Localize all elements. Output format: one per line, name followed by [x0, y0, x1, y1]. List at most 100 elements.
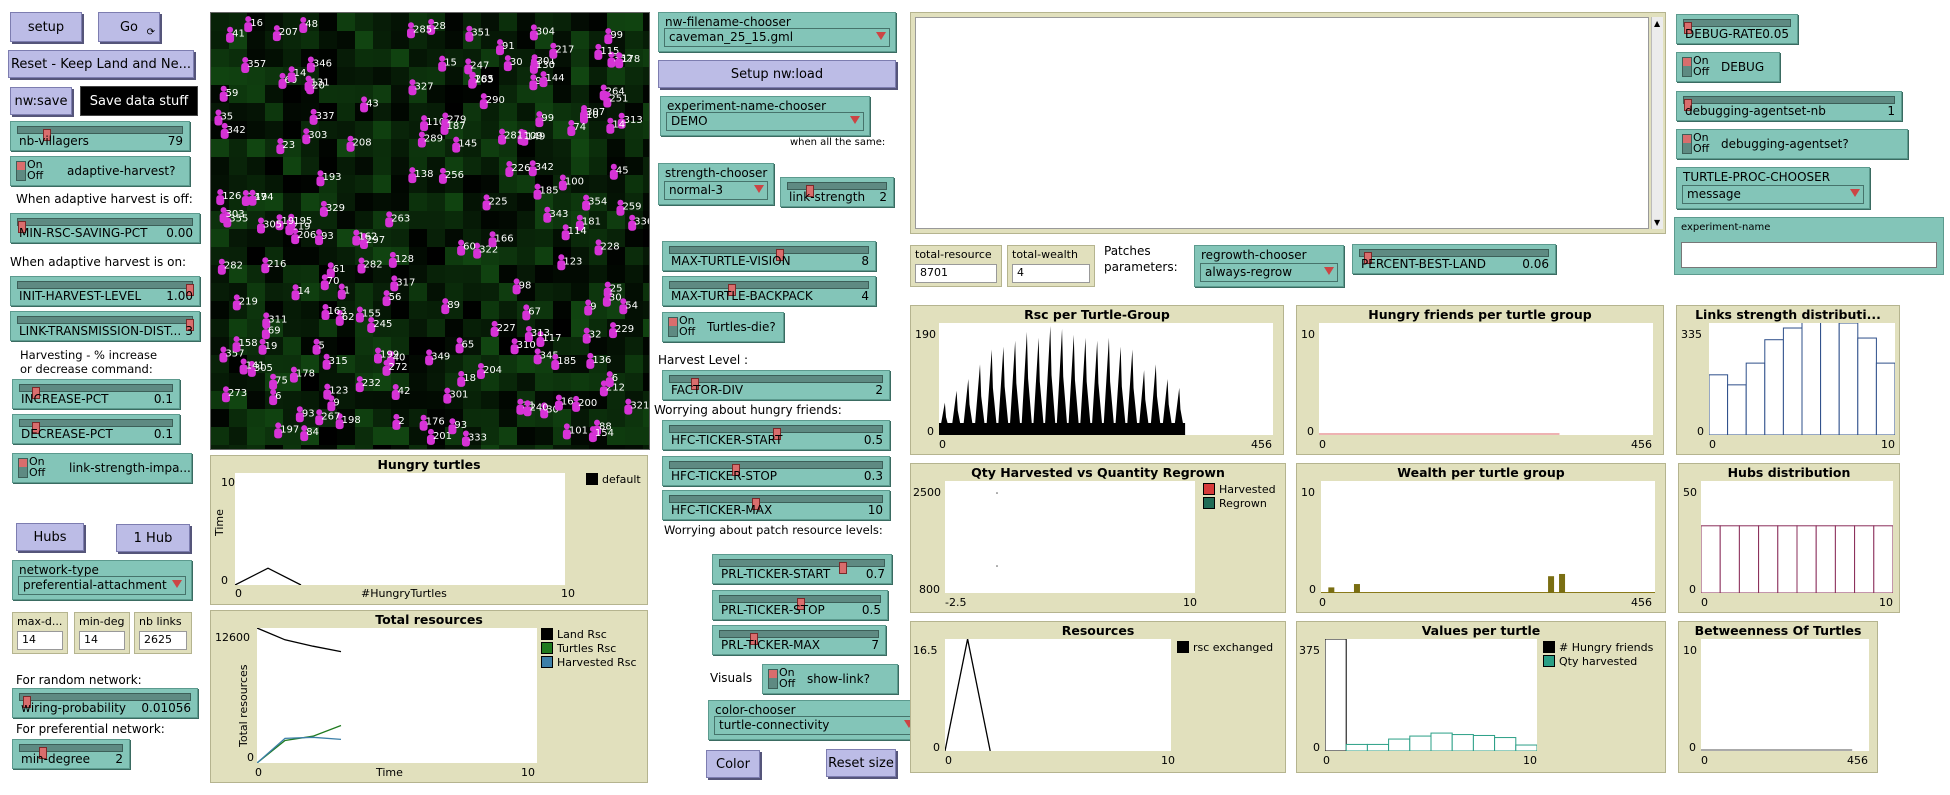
regrowth-chooser[interactable]: regrowth-chooser always-regrow — [1194, 245, 1344, 287]
slider-knob[interactable] — [752, 498, 761, 510]
base-fill — [939, 423, 1186, 435]
slider-knob[interactable] — [727, 284, 736, 296]
switch-toggle[interactable] — [1682, 57, 1692, 77]
max-turtle-vision-slider[interactable]: MAX-TURTLE-VISION 8 — [662, 241, 876, 271]
patch — [409, 427, 427, 445]
min-degree-slider[interactable]: min-degree 2 — [12, 739, 130, 769]
slider-knob[interactable] — [797, 598, 805, 610]
slider-knob[interactable] — [18, 221, 26, 233]
nw-filename-chooser[interactable]: nw-filename-chooser caveman_25_15.gml — [658, 12, 896, 52]
setup-nw-load-button[interactable]: Setup nw:load — [658, 60, 896, 88]
network-type-chooser[interactable]: network-type preferential-attachment — [12, 560, 192, 600]
nb-villagers-slider[interactable]: nb-villagers 79 — [10, 121, 190, 151]
switch-toggle[interactable] — [18, 458, 28, 478]
color-chooser[interactable]: color-chooser turtle-connectivity — [708, 700, 924, 740]
slider-knob[interactable] — [31, 422, 40, 434]
patch — [517, 193, 535, 211]
turtle-agent: 30 — [503, 55, 523, 72]
go-button[interactable]: Go⟳ — [98, 12, 160, 42]
slider-knob[interactable] — [838, 562, 847, 574]
patch — [625, 121, 643, 139]
switch-toggle[interactable] — [16, 161, 26, 181]
debugging-agentset-nb-slider[interactable]: debugging-agentset-nb 1 — [1676, 91, 1902, 121]
chooser-value[interactable]: caveman_25_15.gml — [664, 28, 890, 47]
chooser-value[interactable]: always-regrow — [1200, 263, 1338, 282]
patch — [499, 229, 517, 247]
slider-knob[interactable] — [39, 747, 48, 759]
scroll-down-icon[interactable]: ▼ — [1654, 218, 1661, 227]
turtle-label: 264 — [606, 86, 625, 97]
slider-knob[interactable] — [1363, 252, 1372, 264]
decrease-pct-slider[interactable]: DECREASE-PCT 0.1 — [12, 414, 180, 444]
prl-ticker-start-slider[interactable]: PRL-TICKER-START 0.7 — [712, 554, 892, 584]
chooser-value[interactable]: preferential-attachment — [18, 576, 186, 595]
turtle-head — [368, 316, 375, 323]
debug-rate-slider[interactable]: DEBUG-RATE 0.05 — [1676, 14, 1798, 44]
nw-save-button[interactable]: nw:save — [10, 87, 72, 115]
hubs-button[interactable]: Hubs — [16, 523, 84, 551]
chooser-value[interactable]: normal-3 — [664, 181, 768, 200]
hfc-ticker-stop-slider[interactable]: HFC-TICKER-STOP 0.3 — [662, 456, 890, 486]
percent-best-land-slider[interactable]: PERCENT-BEST-LAND 0.06 — [1352, 244, 1556, 274]
experiment-name-input[interactable]: experiment-name — [1674, 217, 1944, 275]
min-rsc-saving-pct-slider[interactable]: MIN-RSC-SAVING-PCT 0.00 — [10, 213, 200, 243]
one-hub-button[interactable]: 1 Hub — [116, 524, 190, 552]
scroll-up-icon[interactable]: ▲ — [1654, 19, 1661, 28]
slider-knob[interactable] — [773, 428, 781, 440]
slider-knob[interactable] — [690, 378, 699, 390]
patch — [355, 337, 373, 355]
prl-ticker-stop-slider[interactable]: PRL-TICKER-STOP 0.5 — [712, 590, 888, 620]
max-turtle-backpack-slider[interactable]: MAX-TURTLE-BACKPACK 4 — [662, 276, 876, 306]
color-button[interactable]: Color — [706, 750, 760, 778]
slider-knob[interactable] — [31, 387, 40, 399]
hfc-ticker-start-slider[interactable]: HFC-TICKER-START 0.5 — [662, 420, 890, 450]
factor-div-slider[interactable]: FACTOR-DIV 2 — [662, 370, 890, 400]
setup-button[interactable]: setup — [10, 12, 82, 42]
slider-knob[interactable] — [43, 129, 52, 141]
slider-knob[interactable] — [806, 185, 815, 197]
chooser-value[interactable]: DEMO — [666, 112, 864, 131]
reset-size-button[interactable]: Reset size — [826, 749, 896, 777]
prl-ticker-max-slider[interactable]: PRL-TICKER-MAX 7 — [712, 625, 886, 655]
slider-knob[interactable] — [186, 319, 194, 331]
output-textarea[interactable] — [915, 17, 1649, 229]
link-transmission-slider[interactable]: LINK-TRANSMISSION-DIST... 3 — [10, 311, 200, 341]
save-data-button[interactable]: Save data stuff — [80, 86, 198, 116]
output-scrollbar[interactable]: ▲ ▼ — [1651, 17, 1663, 229]
patch — [301, 391, 319, 409]
chooser-value[interactable]: turtle-connectivity — [714, 716, 918, 735]
hfc-ticker-max-slider[interactable]: HFC-TICKER-MAX 10 — [662, 490, 890, 520]
turtle-proc-chooser[interactable]: TURTLE-PROC-CHOOSER message — [1676, 167, 1870, 209]
init-harvest-level-slider[interactable]: INIT-HARVEST-LEVEL 1.00 — [10, 276, 200, 306]
switch-toggle[interactable] — [1682, 134, 1692, 154]
slider-knob[interactable] — [23, 696, 32, 708]
input-field[interactable] — [1681, 242, 1937, 268]
slider-knob[interactable] — [186, 284, 194, 296]
experiment-name-chooser[interactable]: experiment-name-chooser DEMO — [660, 96, 870, 136]
slider-knob[interactable] — [731, 464, 740, 476]
link-strength-slider[interactable]: link-strength 2 — [780, 177, 894, 207]
increase-pct-slider[interactable]: INCREASE-PCT 0.1 — [12, 379, 180, 409]
chooser-value[interactable]: message — [1682, 185, 1864, 204]
patch — [589, 337, 607, 355]
wiring-probability-slider[interactable]: wiring-probability 0.01056 — [12, 688, 198, 718]
slider-knob[interactable] — [1684, 99, 1692, 111]
switch-toggle[interactable] — [768, 669, 778, 689]
slider-knob[interactable] — [750, 633, 759, 645]
strength-chooser[interactable]: strength-chooser normal-3 — [658, 163, 774, 205]
turtle-label: 40 — [393, 353, 406, 364]
bar — [1366, 743, 1390, 752]
slider-knob[interactable] — [775, 249, 784, 261]
patch — [373, 373, 391, 391]
reset-keep-land-button[interactable]: Reset - Keep Land and Ne... — [8, 50, 194, 78]
switch-toggle[interactable] — [668, 317, 678, 337]
slider-knob[interactable] — [1684, 22, 1692, 34]
